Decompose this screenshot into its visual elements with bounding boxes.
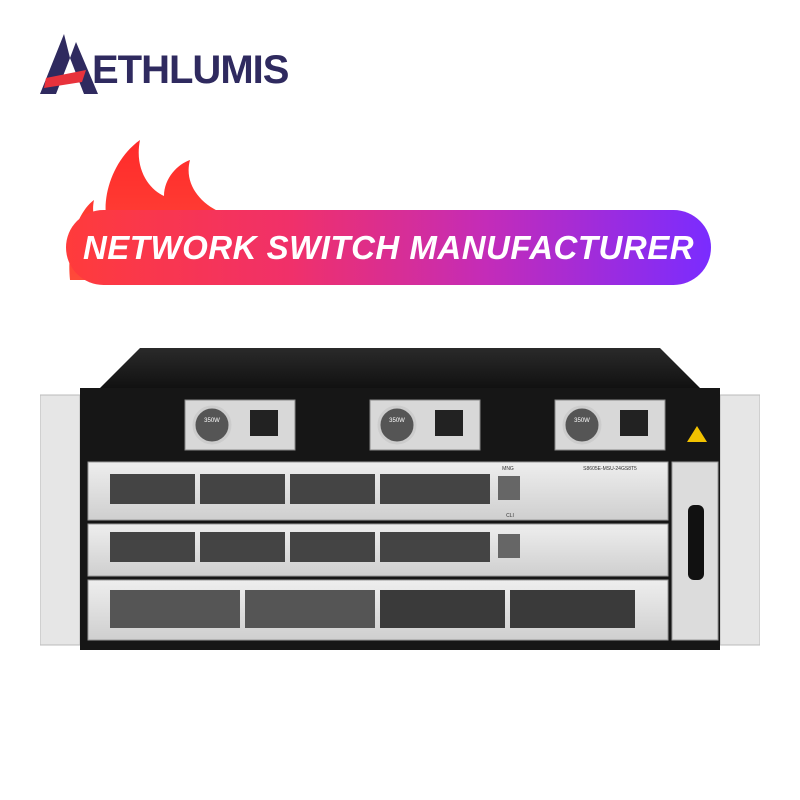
psu-1: 350W: [184, 399, 296, 451]
line-card-2: [87, 523, 669, 577]
line-card-3: [87, 579, 669, 641]
mng-label: MNG: [502, 466, 514, 472]
left-rack-ear: [40, 394, 81, 646]
psu-1-label: 350W: [204, 418, 220, 424]
psu-2-label: 350W: [389, 418, 405, 424]
psu-3-label: 350W: [574, 418, 590, 424]
psu-3: 350W: [554, 399, 666, 451]
banner: NETWORK SWITCH MANUFACTURER: [60, 130, 720, 290]
psu-2: 350W: [369, 399, 481, 451]
chassis-top: [100, 348, 700, 388]
a-triangle-logo-icon: [40, 34, 98, 94]
model-label: S8605E-MSU-24GS8T5: [583, 466, 637, 472]
banner-pill: NETWORK SWITCH MANUFACTURER: [66, 210, 711, 285]
banner-title: NETWORK SWITCH MANUFACTURER: [82, 228, 695, 266]
warning-icon: [687, 426, 707, 442]
network-switch-chassis: 350W 350W 350W MNG CLI S8605E-MSU-24GS8T…: [40, 348, 760, 650]
brand-name: ETHLUMIS: [92, 48, 289, 92]
right-rack-ear: [719, 394, 760, 646]
chassis-handle: [688, 505, 704, 580]
cli-label: CLI: [506, 513, 514, 519]
line-card-1: MNG CLI S8605E-MSU-24GS8T5: [87, 461, 669, 521]
brand-logo: ETHLUMIS: [40, 32, 310, 102]
